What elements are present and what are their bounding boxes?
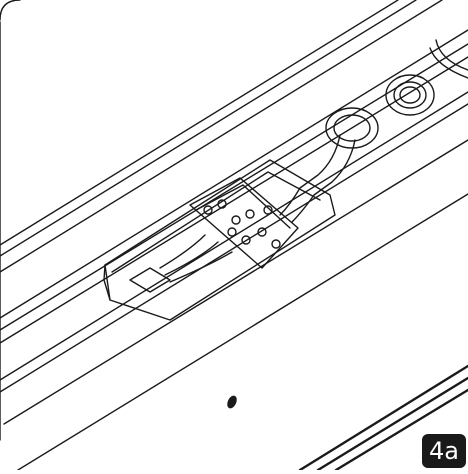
cable-gland <box>385 74 435 116</box>
outer-border <box>0 0 21 21</box>
end-cap <box>429 39 468 79</box>
rail-lower <box>0 29 468 471</box>
rail-upper <box>0 0 443 273</box>
wires <box>159 187 315 283</box>
mounting-hole <box>227 395 237 409</box>
terminal-block <box>189 177 299 269</box>
cable-entry <box>299 107 379 196</box>
figure-label-badge: 4a <box>422 434 466 468</box>
figure-label-text: 4a <box>429 437 459 465</box>
compartment <box>103 159 336 321</box>
profile-edge <box>298 364 468 472</box>
